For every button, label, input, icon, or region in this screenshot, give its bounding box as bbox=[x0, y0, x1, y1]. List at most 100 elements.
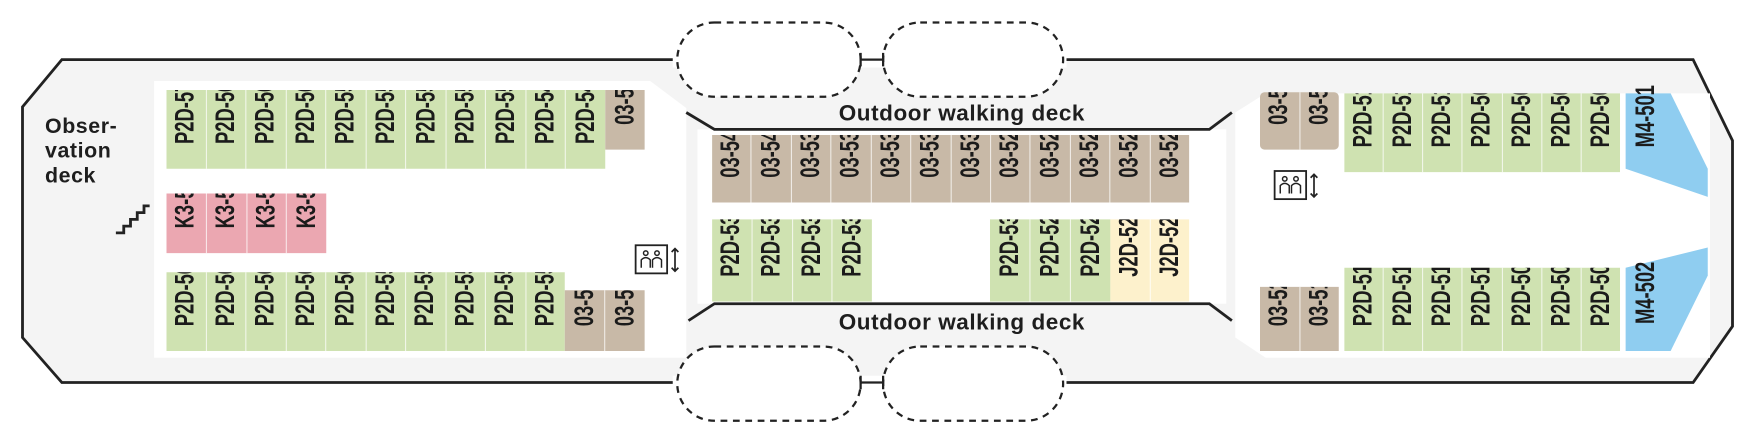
cabin-number: P2D-552 bbox=[489, 272, 521, 327]
cabin-03-531[interactable]: 03-531 bbox=[950, 135, 990, 203]
cabin-p2d-551[interactable]: P2D-551 bbox=[485, 90, 525, 169]
cabin-p2d-562[interactable]: P2D-562 bbox=[285, 272, 325, 351]
cabin-p2d-504[interactable]: P2D-504 bbox=[1580, 267, 1620, 351]
cabin-p2d-515[interactable]: P2D-515 bbox=[1344, 93, 1382, 172]
cabin-03-520[interactable]: 03-520 bbox=[1260, 287, 1299, 351]
cabin-p2d-509[interactable]: P2D-509 bbox=[1461, 93, 1502, 173]
cabin-number: P2D-557 bbox=[370, 90, 401, 144]
label-line: deck bbox=[45, 164, 96, 188]
cabin-p2d-553[interactable]: P2D-553 bbox=[445, 90, 485, 169]
cabin-number: P2D-568 bbox=[170, 272, 201, 327]
cabin-k3-563[interactable]: K3-563 bbox=[286, 193, 326, 254]
cabin-number: 03-525 bbox=[1074, 135, 1105, 178]
cabin-p2d-508[interactable]: P2D-508 bbox=[1501, 267, 1541, 351]
cabin-number: 03-539 bbox=[795, 135, 826, 178]
cabin-p2d-560[interactable]: P2D-560 bbox=[325, 272, 365, 351]
cabin-k3-567[interactable]: K3-567 bbox=[245, 193, 286, 254]
cabin-03-541[interactable]: 03-541 bbox=[750, 135, 791, 203]
cabin-k3-571[interactable]: K3-571 bbox=[205, 193, 246, 254]
cabin-03-523[interactable]: 03-523 bbox=[1109, 135, 1149, 203]
cabin-p2d-564[interactable]: P2D-564 bbox=[245, 272, 285, 351]
cabin-p2d-528[interactable]: P2D-528 bbox=[1029, 219, 1070, 302]
cabin-p2d-506[interactable]: P2D-506 bbox=[1540, 267, 1581, 351]
cabin-p2d-503[interactable]: P2D-503 bbox=[1580, 93, 1620, 173]
cabin-number: P2D-504 bbox=[1585, 267, 1616, 327]
cabin-p2d-547[interactable]: P2D-547 bbox=[565, 90, 605, 169]
cabin-number: 03-548 bbox=[568, 290, 600, 327]
cabin-p2d-526[interactable]: P2D-526 bbox=[1069, 219, 1111, 302]
cabin-m4-501[interactable]: M4-501 bbox=[1626, 85, 1665, 172]
cabin-p2d-556[interactable]: P2D-556 bbox=[405, 272, 445, 351]
cabin-p2d-559[interactable]: P2D-559 bbox=[325, 90, 365, 169]
cabin-p2d-507[interactable]: P2D-507 bbox=[1501, 93, 1541, 173]
cabin-p2d-550[interactable]: P2D-550 bbox=[524, 272, 565, 351]
cabin-number: M4-502 bbox=[1629, 261, 1660, 324]
cabin-p2d-530[interactable]: P2D-530 bbox=[990, 219, 1029, 301]
cabin-p2d-510[interactable]: P2D-510 bbox=[1461, 267, 1502, 351]
cabin-03-527[interactable]: 03-527 bbox=[1029, 135, 1070, 203]
cabin-number: P2D-573 bbox=[170, 90, 201, 144]
cabin-number: P2D-558 bbox=[369, 272, 401, 327]
cabin-p2d-534[interactable]: P2D-534 bbox=[791, 219, 831, 302]
cabin-p2d-573[interactable]: P2D-573 bbox=[167, 90, 206, 169]
cabin-p2d-565[interactable]: P2D-565 bbox=[245, 90, 285, 169]
label-line: Obser- bbox=[45, 114, 118, 139]
cabin-number: P2D-506 bbox=[1545, 267, 1576, 327]
cabin-number: P2D-553 bbox=[450, 90, 481, 144]
cabin-number: P2D-510 bbox=[1466, 267, 1497, 327]
cabin-j2d-522[interactable]: J2D-522 bbox=[1149, 219, 1189, 302]
cabin-number: P2D-549 bbox=[530, 90, 561, 144]
cabin-p2d-512[interactable]: P2D-512 bbox=[1422, 267, 1462, 351]
cabin-03-533[interactable]: 03-533 bbox=[910, 135, 950, 203]
walking-deck-top-label: Outdoor walking deck bbox=[838, 101, 1086, 126]
cabin-03-537[interactable]: 03-537 bbox=[830, 135, 871, 203]
cabin-number: P2D-509 bbox=[1466, 93, 1497, 148]
cabin-03-529[interactable]: 03-529 bbox=[989, 135, 1030, 203]
cabin-p2d-552[interactable]: P2D-552 bbox=[484, 272, 525, 351]
cabin-p2d-505[interactable]: P2D-505 bbox=[1540, 93, 1581, 173]
cabin-p2d-549[interactable]: P2D-549 bbox=[525, 90, 565, 169]
cabin-p2d-516[interactable]: P2D-516 bbox=[1344, 268, 1382, 351]
cabin-number: P2D-508 bbox=[1505, 267, 1537, 327]
cabin-number: P2D-516 bbox=[1347, 267, 1379, 327]
cabin-03-521[interactable]: 03-521 bbox=[1149, 135, 1189, 203]
cabin-p2d-569[interactable]: P2D-569 bbox=[205, 90, 245, 169]
cabin-03-546[interactable]: 03-546 bbox=[604, 290, 645, 351]
cabin-03-525[interactable]: 03-525 bbox=[1069, 135, 1110, 203]
cabin-03-519[interactable]: 03-519 bbox=[1260, 92, 1299, 149]
cabin-p2d-536[interactable]: P2D-536 bbox=[751, 219, 791, 302]
cabin-03-545[interactable]: 03-545 bbox=[605, 90, 644, 150]
cabin-03-548[interactable]: 03-548 bbox=[565, 290, 604, 351]
cabin-p2d-554[interactable]: P2D-554 bbox=[444, 272, 485, 351]
cabin-03-543[interactable]: 03-543 bbox=[712, 135, 751, 203]
cabin-p2d-557[interactable]: P2D-557 bbox=[365, 90, 405, 169]
cabin-03-517[interactable]: 03-517 bbox=[1298, 92, 1339, 150]
cabin-03-518[interactable]: 03-518 bbox=[1298, 286, 1339, 351]
cabin-p2d-514[interactable]: P2D-514 bbox=[1382, 267, 1423, 351]
elevator-icon bbox=[634, 244, 679, 275]
cabin-k3-575[interactable]: K3-575 bbox=[167, 194, 206, 254]
cabin-p2d-538[interactable]: P2D-538 bbox=[712, 219, 751, 301]
cabin-number: P2D-530 bbox=[993, 219, 1025, 277]
cabin-number: P2D-532 bbox=[836, 219, 867, 277]
cabin-m4-502[interactable]: M4-502 bbox=[1626, 262, 1665, 349]
cabin-p2d-511[interactable]: P2D-511 bbox=[1422, 93, 1462, 173]
cabin-p2d-513[interactable]: P2D-513 bbox=[1382, 93, 1423, 173]
cabin-number: K3-567 bbox=[250, 193, 282, 229]
cabin-number: P2D-528 bbox=[1034, 219, 1065, 277]
cabin-number: P2D-538 bbox=[715, 219, 747, 277]
cabin-03-535[interactable]: 03-535 bbox=[870, 135, 910, 203]
cabin-p2d-558[interactable]: P2D-558 bbox=[365, 272, 405, 351]
cabin-p2d-532[interactable]: P2D-532 bbox=[831, 219, 872, 302]
cabin-j2d-524[interactable]: J2D-524 bbox=[1110, 219, 1149, 301]
cabin-p2d-555[interactable]: P2D-555 bbox=[405, 90, 445, 169]
cabin-p2d-568[interactable]: P2D-568 bbox=[167, 272, 206, 351]
cabin-p2d-561[interactable]: P2D-561 bbox=[285, 90, 325, 169]
cabin-03-539[interactable]: 03-539 bbox=[790, 135, 831, 203]
cabin-number: P2D-551 bbox=[490, 90, 521, 144]
cabin-p2d-566[interactable]: P2D-566 bbox=[205, 272, 245, 351]
walking-deck-bottom-label: Outdoor walking deck bbox=[838, 310, 1086, 336]
